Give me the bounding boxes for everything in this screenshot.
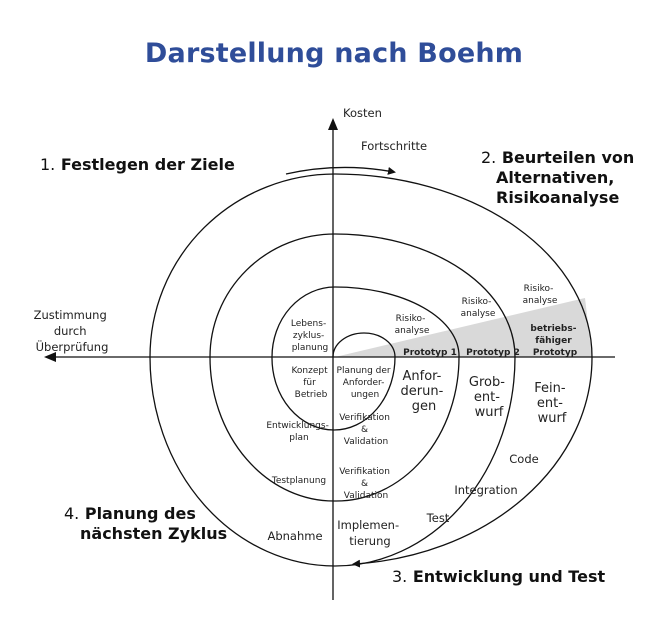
label-code: Code	[509, 452, 538, 466]
label-anforderungen: Anfor- derun- gen	[401, 369, 448, 414]
label-betriebsfaehiger-prototyp: betriebs- fähiger Prototyp	[530, 324, 579, 358]
spiral-final-arc	[352, 356, 593, 568]
vertical-axis-arrow	[328, 118, 338, 130]
spiral-loop-3	[149, 173, 593, 567]
axis-label-kosten: Kosten	[343, 106, 382, 120]
label-lebenszyklusplanung: Lebens- zyklus- planung	[291, 319, 329, 353]
axis-label-fortschritte: Fortschritte	[361, 139, 427, 153]
label-test: Test	[426, 511, 450, 525]
label-prototyp-2: Prototyp 2	[466, 348, 520, 358]
label-implementierung: Implemen- tierung	[337, 518, 403, 548]
horizontal-axis-arrow	[44, 352, 56, 362]
quadrant-4-heading: 4. Planung des nächsten Zyklus	[64, 504, 227, 543]
label-verifikation-validation-1: Verifikation & Validation	[339, 413, 393, 447]
risk-analysis-wedge	[335, 298, 592, 357]
label-abnahme: Abnahme	[267, 529, 322, 543]
label-testplanung: Testplanung	[271, 476, 326, 486]
progress-arrow	[285, 166, 396, 175]
label-prototyp-1: Prototyp 1	[403, 348, 457, 358]
spiral-loop-2	[209, 233, 516, 502]
quadrant-3-heading: 3. Entwicklung und Test	[392, 567, 605, 586]
label-grobentwurf: Grob- ent- wurf	[469, 375, 509, 420]
label-planung-der-anforderungen: Planung der Anforder- ungen	[337, 366, 394, 400]
label-risikoanalyse-1: Risiko- analyse	[395, 314, 430, 336]
label-feinentwurf: Fein- ent- wurf	[534, 381, 569, 426]
label-verifikation-validation-2: Verifikation & Validation	[339, 467, 393, 501]
slide-title: Darstellung nach Boehm	[144, 38, 524, 69]
label-risikoanalyse-3: Risiko- analyse	[523, 284, 558, 306]
spiral-loop-1	[271, 286, 460, 431]
label-konzept-fuer-betrieb: Konzept für Betrieb	[291, 366, 330, 400]
label-risikoanalyse-2: Risiko- analyse	[461, 297, 496, 319]
quadrant-2-heading: 2. Beurteilen von Alternativen, Risikoan…	[481, 148, 640, 207]
label-entwicklungsplan: Entwicklungs- plan	[266, 421, 331, 443]
quadrant-1-heading: 1. Festlegen der Ziele	[40, 155, 235, 174]
label-integration: Integration	[454, 483, 517, 497]
axis-label-zustimmung: Zustimmung durch Überprüfung	[34, 308, 111, 354]
